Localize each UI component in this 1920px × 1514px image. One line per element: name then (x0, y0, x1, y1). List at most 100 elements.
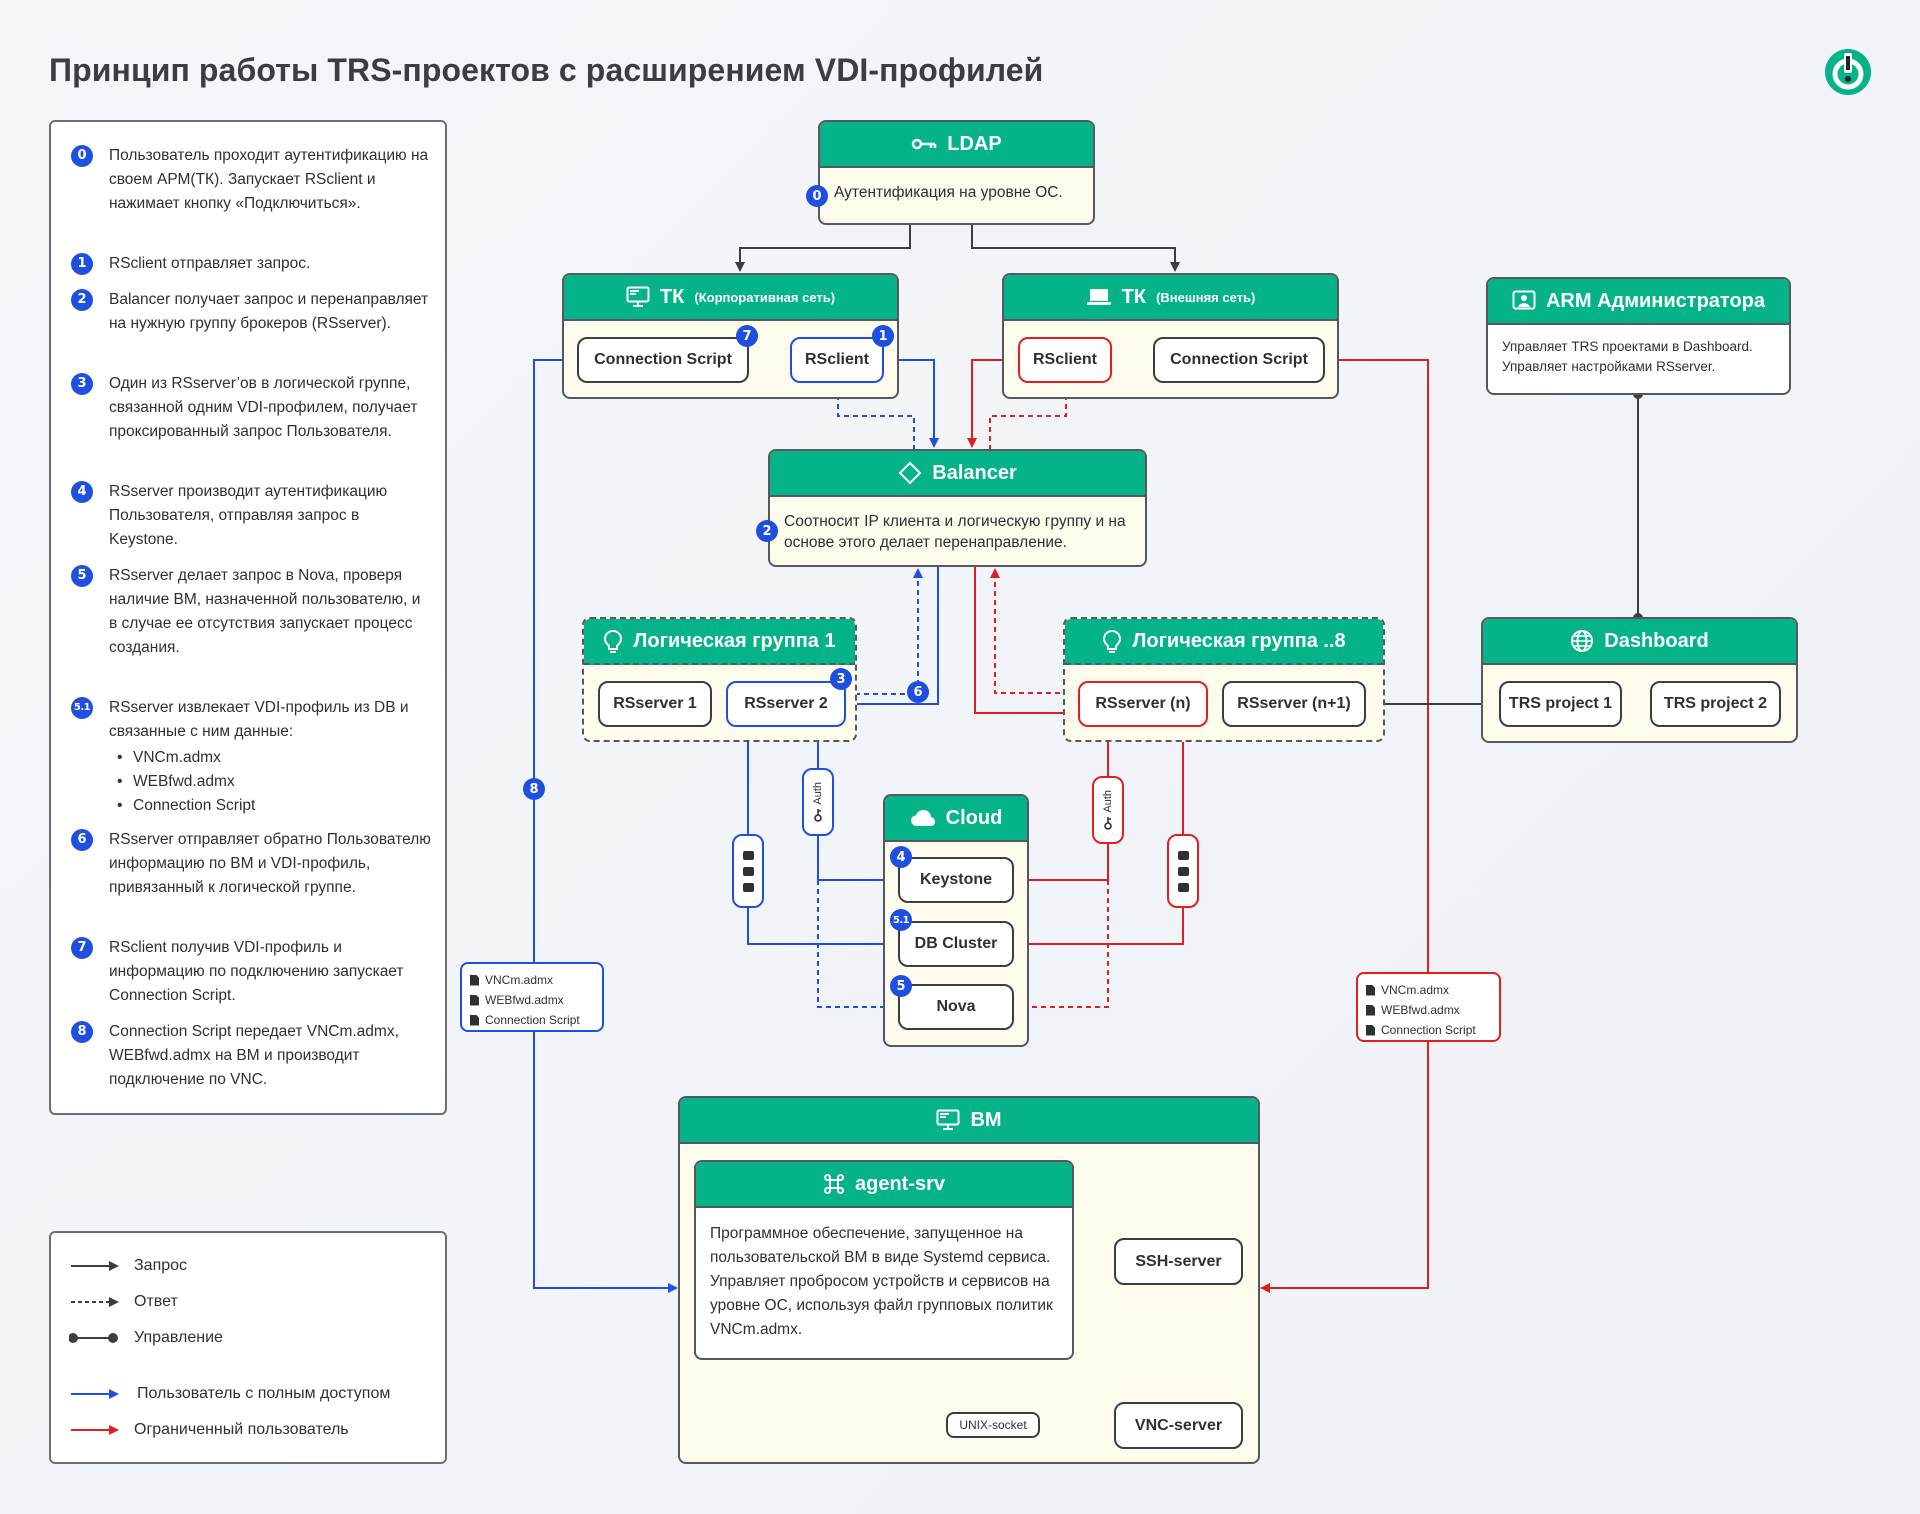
rsserver-2: RSserver 2 (726, 681, 846, 727)
command-icon (824, 1174, 844, 1194)
arm-node: ARM Администратора Управляет TRS проекта… (1486, 277, 1791, 395)
line-red-balancer-rsn (974, 566, 1080, 718)
globe-icon (1571, 630, 1594, 652)
step-badge: 8 (71, 1021, 93, 1043)
line-red-rsn-balancer-resp (990, 568, 1078, 694)
badge-5: 5 (890, 975, 912, 997)
admin-icon (1512, 290, 1536, 310)
vm-title: ВМ (970, 1108, 1002, 1131)
ssh-server: SSH-server (1114, 1238, 1243, 1285)
rsserver-n: RSserver (n) (1078, 681, 1208, 727)
line-blue-balancer-rsclient-resp (833, 382, 915, 450)
step-text: RSserver извлекает VDI-профиль из DB и с… (109, 699, 409, 740)
database-icon (742, 850, 754, 860)
file-icon (1366, 984, 1375, 996)
list-item: VNCm.admx (109, 746, 431, 770)
step-badge: 2 (71, 289, 93, 311)
monitor-icon (626, 286, 650, 307)
balancer-title: Balancer (932, 461, 1017, 484)
files-box-blue: VNCm.admx WEBfwd.admx Connection Script (460, 962, 604, 1032)
step-text: Один из RSserver’ов в логической группе,… (109, 375, 418, 440)
db-cluster: DB Cluster (898, 921, 1014, 967)
line-red-cs-vm (1260, 359, 1429, 1293)
step-badge: 3 (71, 373, 93, 395)
unix-socket-label: UNIX-socket (946, 1412, 1040, 1438)
step-file-list: VNCm.admx WEBfwd.admx Connection Script (109, 746, 431, 818)
legend-limited: Ограниченный пользователь (134, 1421, 349, 1438)
badge-8: 8 (523, 778, 545, 800)
file-name: Connection Script (485, 1013, 580, 1027)
ldap-title: LDAP (947, 132, 1002, 155)
line-blue-db-rs2 (743, 730, 898, 945)
step-badge: 1 (71, 253, 93, 275)
file-icon (470, 994, 479, 1006)
rsserver-n-plus-1: RSserver (n+1) (1222, 681, 1366, 727)
db-tag-blue (732, 834, 764, 908)
steps-panel: 0 Пользователь проходит аутентификацию н… (49, 120, 447, 1115)
step-text: Пользователь проходит аутентификацию на … (109, 147, 429, 212)
rsclient-ext: RSclient (1018, 337, 1112, 383)
dashboard-title: Dashboard (1604, 629, 1709, 652)
brand-logo-icon (1825, 49, 1871, 95)
auth-tag-blue: Auth (802, 768, 834, 836)
auth-tag-red: Auth (1092, 776, 1124, 844)
tk-ext-subtitle: (Внешняя сеть) (1156, 289, 1256, 305)
rsclient-corp: RSclient (790, 337, 884, 383)
list-item: WEBfwd.admx (109, 770, 431, 794)
database-icon (742, 882, 754, 892)
trs-project-1: TRS project 1 (1499, 681, 1622, 727)
rsserver-1: RSserver 1 (598, 681, 712, 727)
step-text: RSserver делает запрос в Nova, проверя н… (109, 567, 421, 656)
page-title: Принцип работы TRS-проектов с расширение… (49, 52, 1044, 88)
step-text: Balancer получает запрос и перенаправляе… (109, 291, 429, 332)
key-icon (814, 809, 822, 823)
tk-corp-subtitle: (Корпоративная сеть) (694, 289, 836, 305)
db-tag-red (1167, 834, 1199, 908)
cloud-title: Cloud (945, 806, 1003, 829)
tk-ext-title: ТК (1121, 285, 1147, 308)
file-icon (470, 974, 479, 986)
laptop-icon (1086, 289, 1111, 305)
line-ldap-tk-ext (971, 225, 1180, 272)
file-name: VNCm.admx (485, 973, 554, 987)
legend-response: Ответ (134, 1293, 178, 1310)
agent-body: Программное обеспечение, запущенное на п… (710, 1225, 1053, 1338)
database-icon (1177, 850, 1189, 860)
step-badge: 0 (71, 145, 93, 167)
auth-label: Auth (1102, 789, 1114, 813)
bulb-icon (1103, 629, 1122, 653)
step-badge: 5 (71, 565, 93, 587)
balancer-node: Balancer Соотносит IP клиента и логическ… (768, 449, 1147, 567)
step-text: RSserver производит аутентификацию Польз… (109, 483, 388, 548)
line-red-balancer-rsclient-resp (989, 382, 1071, 450)
agent-title: agent-srv (854, 1172, 946, 1195)
badge-2: 2 (756, 520, 778, 542)
monitor-icon (936, 1109, 960, 1130)
file-icon (470, 1014, 479, 1026)
step-text: Connection Script передает VNCm.admx, WE… (109, 1023, 399, 1088)
keystone: Keystone (898, 857, 1014, 903)
ldap-body: Аутентификация на уровне ОС. (834, 184, 1063, 201)
badge-7: 7 (736, 325, 758, 347)
group1-title: Логическая группа 1 (633, 629, 836, 652)
step-badge: 7 (71, 937, 93, 959)
cloud-icon (910, 810, 935, 826)
nova: Nova (898, 984, 1014, 1030)
line-blue-balancer-rs2 (844, 566, 939, 709)
dashboard-node: Dashboard (1481, 617, 1798, 743)
badge-0: 0 (806, 185, 828, 207)
line-red-db-rsn (1018, 730, 1188, 945)
file-name: Connection Script (1381, 1023, 1476, 1037)
line-ldap-tk-corp (735, 225, 911, 272)
badge-3: 3 (830, 668, 852, 690)
file-name: WEBfwd.admx (485, 993, 564, 1007)
list-item: Connection Script (109, 794, 431, 818)
step-text: RSclient отправляет запрос. (109, 255, 311, 272)
trs-project-2: TRS project 2 (1650, 681, 1781, 727)
step-badge: 5.1 (71, 697, 93, 719)
line-blue-rsclient-balancer (884, 359, 939, 448)
key-icon (912, 138, 937, 150)
line-blue-cs-vm (533, 359, 678, 1293)
key-icon (1104, 817, 1112, 831)
badge-5-1: 5.1 (890, 909, 912, 931)
